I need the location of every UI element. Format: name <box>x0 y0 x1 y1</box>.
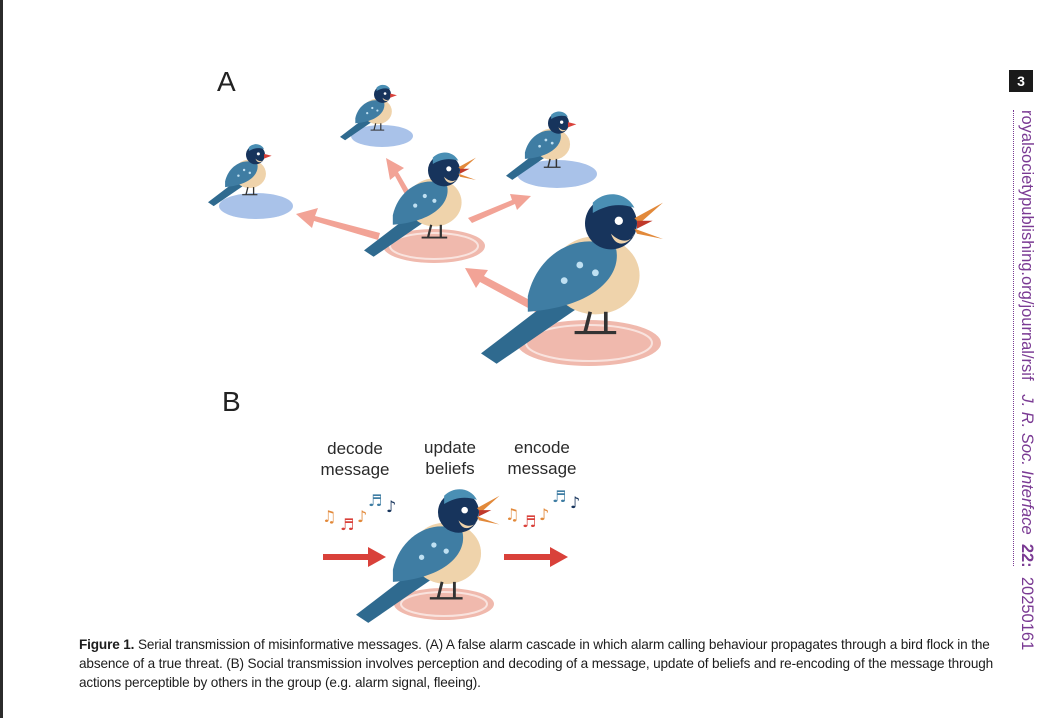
arrow-icon <box>296 158 545 315</box>
step-label-decode: decode message <box>320 439 390 479</box>
platform-calm <box>517 160 597 188</box>
svg-text:♬: ♬ <box>552 487 566 506</box>
article-number: 20250161 <box>1018 576 1036 651</box>
svg-text:♪: ♪ <box>570 493 580 512</box>
step-label-encode: encode message <box>507 438 577 478</box>
platform-calm <box>219 193 293 219</box>
svg-text:♬: ♬ <box>522 512 536 531</box>
figure-illustration: ♫ ♬ ♪ ♬ ♪ ♫ ♬ ♪ ♬ ♪ <box>207 84 665 625</box>
journal-volume: 22: <box>1018 543 1036 568</box>
journal-url[interactable]: royalsocietypublishing.org/journal/rsif <box>1018 110 1036 381</box>
svg-text:♬: ♬ <box>368 491 382 510</box>
svg-text:♪: ♪ <box>386 497 396 516</box>
svg-text:♫: ♫ <box>322 507 336 526</box>
step-label-update: update beliefs <box>424 438 476 478</box>
music-notes-icon: ♫ ♬ ♪ ♬ ♪ <box>505 487 580 531</box>
caption-label: Figure 1. <box>79 637 135 652</box>
panel-label-a: A <box>217 66 236 97</box>
panel-label-b: B <box>222 386 241 417</box>
svg-text:♪: ♪ <box>539 505 549 524</box>
caption-text: Serial transmission of misinformative me… <box>79 637 994 690</box>
svg-text:♫: ♫ <box>505 505 519 524</box>
platform-calm <box>351 125 413 147</box>
page-number: 3 <box>1009 70 1033 92</box>
running-head: royalsocietypublishing.org/journal/rsif … <box>1010 110 1040 650</box>
svg-text:♪: ♪ <box>357 507 367 526</box>
svg-text:♬: ♬ <box>340 515 354 534</box>
journal-name: J. R. Soc. Interface <box>1018 394 1036 535</box>
arrow-icon <box>323 547 568 567</box>
figure-caption: Figure 1. Serial transmission of misinfo… <box>79 635 999 692</box>
platform-alarmed <box>383 229 485 263</box>
page-left-border <box>0 0 3 718</box>
music-notes-icon: ♫ ♬ ♪ ♬ ♪ <box>322 491 396 534</box>
platform-alarmed <box>394 588 494 620</box>
platform-alarmed <box>517 320 661 366</box>
